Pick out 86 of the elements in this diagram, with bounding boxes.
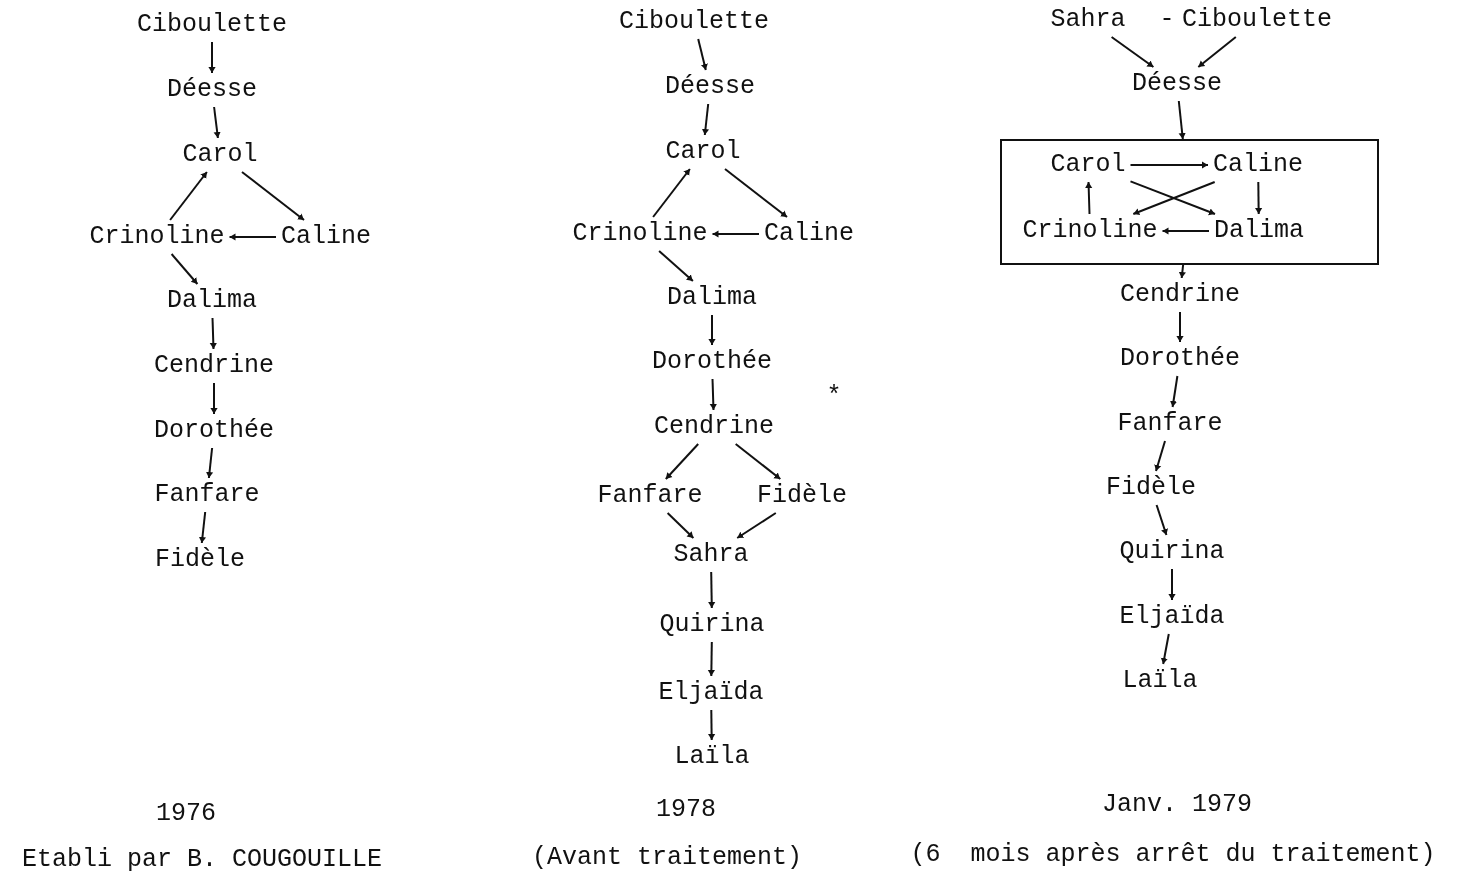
name-label: Cendrine	[651, 412, 777, 442]
name-label: Ciboulette	[1179, 5, 1335, 35]
name-label: Laïla	[671, 742, 753, 772]
name-label: Sahra	[1047, 5, 1129, 35]
name-label: Ciboulette	[616, 7, 772, 37]
name-label: Quirina	[1116, 537, 1228, 567]
arrow	[1086, 181, 1092, 215]
arrow	[211, 382, 217, 415]
arrow	[207, 447, 214, 479]
name-label: Fidèle	[152, 545, 248, 575]
name-label: Cendrine	[151, 351, 277, 381]
arrow	[1110, 36, 1155, 68]
year-label: 1978	[655, 795, 717, 825]
name-label: Dalima	[1211, 216, 1307, 246]
arrow	[1169, 568, 1175, 601]
name-label: Caline	[761, 219, 857, 249]
name-label: Fidèle	[754, 481, 850, 511]
name-label: Dalima	[164, 286, 260, 316]
name-label: Dorothée	[151, 416, 277, 446]
arrow	[709, 571, 715, 609]
name-label: Carol	[179, 140, 261, 170]
name-label: Fanfare	[594, 481, 706, 511]
arrow	[1129, 162, 1209, 168]
arrow	[241, 171, 305, 221]
name-label: Déesse	[1129, 69, 1225, 99]
name-label: Fanfare	[151, 480, 263, 510]
name-label: Crinoline	[86, 222, 228, 252]
arrow	[1197, 36, 1237, 68]
arrow	[209, 41, 215, 74]
arrow	[734, 443, 782, 480]
name-label: Dorothée	[649, 347, 775, 377]
year-label: 1976	[155, 799, 217, 829]
name-label: Caline	[1210, 150, 1306, 180]
name-label: Déesse	[662, 72, 758, 102]
arrow	[709, 709, 714, 741]
arrow	[724, 168, 788, 218]
arrow	[709, 641, 714, 677]
group-frame	[1000, 139, 1379, 265]
name-label: Cendrine	[1117, 280, 1243, 310]
arrow	[666, 512, 695, 539]
arrow	[736, 512, 777, 539]
name-label: Déesse	[164, 75, 260, 105]
condition-note: (6 mois après arrêt du traitement)	[909, 840, 1437, 870]
arrow	[652, 168, 691, 218]
name-label: Carol	[662, 137, 744, 167]
arrow	[1171, 375, 1179, 408]
name-label: Crinoline	[1019, 216, 1161, 246]
name-label: Crinoline	[569, 219, 711, 249]
arrow	[658, 250, 694, 282]
name-label: Dorothée	[1117, 344, 1243, 374]
arrow	[1161, 633, 1170, 665]
arrow	[210, 317, 216, 350]
arrow	[1161, 228, 1210, 234]
arrow	[711, 231, 760, 237]
arrow	[1177, 311, 1183, 343]
arrow	[710, 378, 716, 411]
arrow	[170, 253, 199, 285]
arrow	[1256, 181, 1261, 215]
name-label: Fanfare	[1114, 409, 1226, 439]
arrow	[703, 103, 710, 136]
arrow	[228, 234, 277, 240]
arrow	[169, 171, 208, 221]
arrow	[1177, 100, 1185, 140]
name-label: Laïla	[1119, 666, 1201, 696]
name-label: Dalima	[664, 283, 760, 313]
arrow	[213, 106, 220, 139]
name-label: Caline	[278, 222, 374, 252]
arrow	[200, 511, 207, 544]
name-label: Carol	[1047, 150, 1129, 180]
arrow	[697, 38, 707, 71]
name-label: Quirina	[656, 610, 768, 640]
arrow	[664, 443, 700, 480]
arrow	[709, 314, 715, 346]
name-label: Ciboulette	[134, 10, 290, 40]
condition-note: (Avant traitement)	[531, 843, 803, 873]
arrow	[1155, 440, 1166, 472]
dash-separator: -	[1158, 5, 1176, 35]
author-note: Etabli par B. COUGOUILLE	[20, 845, 384, 875]
name-label: Fidèle	[1103, 473, 1199, 503]
arrow	[1155, 504, 1168, 536]
name-label: Eljaïda	[655, 678, 767, 708]
date-label: Janv. 1979	[1101, 790, 1253, 820]
name-label: Sahra	[670, 540, 752, 570]
arrow	[1179, 264, 1185, 279]
name-label: Eljaïda	[1116, 602, 1228, 632]
asterisk-note: *	[825, 382, 843, 412]
